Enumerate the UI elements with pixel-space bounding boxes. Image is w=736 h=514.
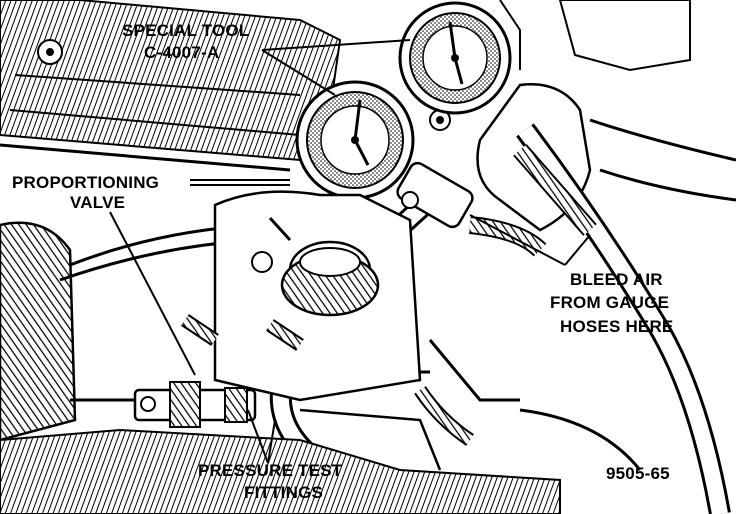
upper-right-bracket	[499, 0, 736, 202]
leader-lines	[109, 39, 591, 464]
pressure-gauge-right-icon	[398, 1, 512, 115]
pressure-gauge-left-icon	[295, 80, 415, 200]
proportioning-valve-body	[133, 314, 304, 428]
special-tool-label-line1: SPECIAL TOOL	[122, 21, 249, 40]
proportioning-valve-label-line2: VALVE	[70, 193, 125, 212]
special-tool-label-line2: C-4007-A	[144, 43, 219, 62]
bleed-air-label-line1: BLEED AIR	[570, 270, 663, 289]
corrugated-duct	[0, 221, 77, 442]
pressure-test-label-line2: FITTINGS	[244, 483, 323, 502]
gauge-manifold	[396, 109, 474, 229]
figure-code: 9505-65	[606, 464, 670, 483]
proportioning-valve-label-line1: PROPORTIONING	[12, 173, 159, 192]
master-cylinder-reservoir	[213, 190, 422, 402]
nut-icon	[251, 251, 273, 273]
pressure-test-label-line1: PRESSURE TEST	[198, 461, 343, 480]
air-cleaner-housing	[0, 0, 342, 172]
bleed-air-label-line3: HOSES HERE	[560, 317, 673, 336]
lower-fender-area	[0, 339, 642, 514]
bleed-air-label-line2: FROM GAUGE	[550, 293, 669, 312]
